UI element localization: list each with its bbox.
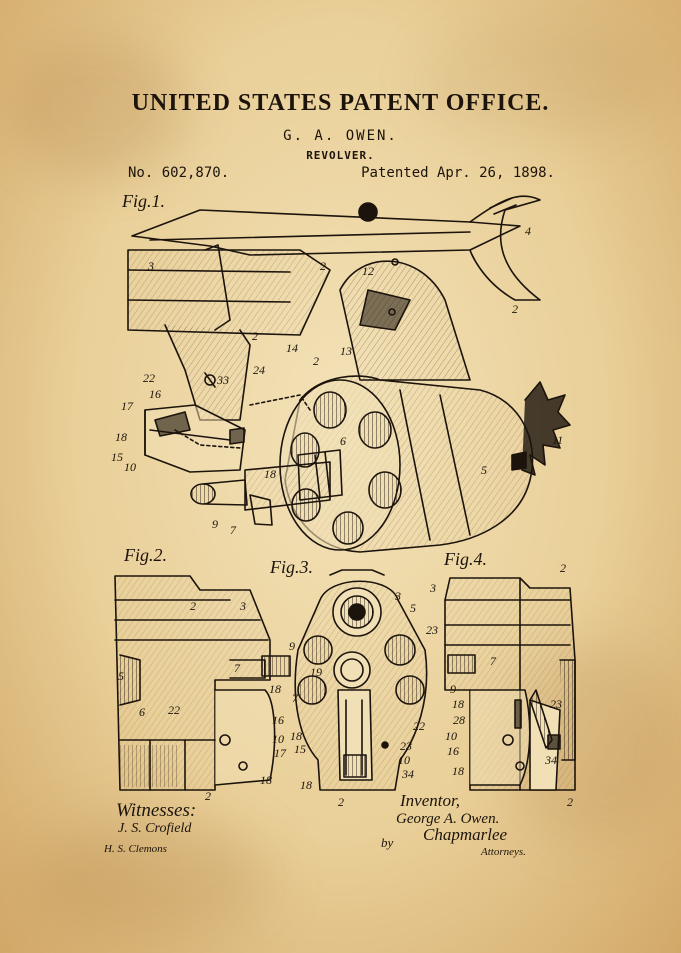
svg-text:15: 15 bbox=[111, 450, 123, 464]
svg-text:13: 13 bbox=[340, 344, 352, 358]
svg-text:6: 6 bbox=[139, 705, 145, 719]
svg-text:23: 23 bbox=[550, 697, 562, 711]
svg-text:17: 17 bbox=[274, 746, 287, 760]
svg-text:10: 10 bbox=[398, 753, 410, 767]
svg-text:34: 34 bbox=[401, 767, 414, 781]
svg-text:18: 18 bbox=[260, 773, 272, 787]
svg-text:33: 33 bbox=[216, 373, 229, 387]
svg-text:5: 5 bbox=[481, 463, 487, 477]
svg-text:22: 22 bbox=[413, 719, 425, 733]
figure-2-drawing bbox=[114, 575, 291, 791]
figure-4-label: Fig.4. bbox=[444, 549, 487, 569]
svg-text:18: 18 bbox=[300, 778, 312, 792]
patent-date: Patented Apr. 26, 1898. bbox=[361, 165, 555, 181]
svg-text:18: 18 bbox=[452, 764, 464, 778]
svg-text:2: 2 bbox=[205, 789, 211, 803]
svg-text:7: 7 bbox=[292, 691, 299, 705]
patent-office-title: UNITED STATES PATENT OFFICE. bbox=[131, 90, 550, 116]
svg-text:18: 18 bbox=[115, 430, 127, 444]
svg-text:2: 2 bbox=[190, 599, 196, 613]
svg-text:22: 22 bbox=[168, 703, 180, 717]
by-label: by bbox=[381, 835, 394, 850]
svg-text:9: 9 bbox=[289, 639, 295, 653]
svg-text:3: 3 bbox=[394, 589, 401, 603]
svg-text:2: 2 bbox=[313, 354, 319, 368]
inventor-signature: George A. Owen. bbox=[396, 811, 500, 827]
svg-text:10: 10 bbox=[445, 729, 457, 743]
inventor-label: Inventor, bbox=[400, 791, 460, 810]
figure-1-drawing bbox=[127, 195, 571, 553]
svg-text:3: 3 bbox=[239, 599, 246, 613]
svg-text:17: 17 bbox=[121, 399, 134, 413]
svg-text:16: 16 bbox=[149, 387, 161, 401]
patent-number: No. 602,870. bbox=[128, 165, 230, 181]
svg-text:23: 23 bbox=[426, 623, 438, 637]
svg-text:18: 18 bbox=[269, 682, 281, 696]
svg-text:34: 34 bbox=[544, 753, 557, 767]
svg-text:2: 2 bbox=[512, 302, 518, 316]
svg-text:2: 2 bbox=[320, 259, 326, 273]
witness-signature-1: J. S. Crofield bbox=[118, 821, 192, 836]
figure-3-reference-numbers: 3 5 23 19 7 22 18 15 23 10 34 18 2 bbox=[290, 589, 438, 809]
figure-2-label: Fig.2. bbox=[124, 545, 167, 565]
svg-text:15: 15 bbox=[294, 742, 306, 756]
svg-text:9: 9 bbox=[212, 517, 218, 531]
svg-text:2: 2 bbox=[567, 795, 573, 809]
invention-title: REVOLVER. bbox=[306, 149, 375, 162]
barrel-sight-dot bbox=[358, 202, 378, 222]
svg-text:5: 5 bbox=[410, 601, 416, 615]
svg-text:16: 16 bbox=[272, 713, 284, 727]
attorney-signature: Chapmarlee bbox=[423, 825, 508, 844]
figure-2-reference-numbers: 2 3 9 7 5 18 6 22 16 10 17 18 2 bbox=[118, 599, 295, 803]
svg-text:19: 19 bbox=[310, 665, 322, 679]
svg-text:22: 22 bbox=[143, 371, 155, 385]
svg-text:2: 2 bbox=[252, 329, 258, 343]
svg-text:5: 5 bbox=[118, 669, 124, 683]
svg-text:18: 18 bbox=[264, 467, 276, 481]
inventor-name: G. A. OWEN. bbox=[283, 128, 398, 144]
svg-text:7: 7 bbox=[234, 661, 241, 675]
svg-text:16: 16 bbox=[447, 744, 459, 758]
svg-text:12: 12 bbox=[362, 264, 374, 278]
witness-signature-2: H. S. Clemons bbox=[104, 843, 167, 855]
figure-3-drawing bbox=[294, 569, 428, 791]
figure-4-drawing bbox=[444, 577, 576, 791]
svg-text:3: 3 bbox=[147, 259, 154, 273]
svg-text:10: 10 bbox=[272, 732, 284, 746]
figure-4-reference-numbers: 2 3 7 9 18 23 28 10 16 18 34 2 bbox=[429, 561, 573, 809]
svg-text:14: 14 bbox=[286, 341, 298, 355]
svg-text:4: 4 bbox=[525, 224, 531, 238]
svg-text:2: 2 bbox=[560, 561, 566, 575]
attorneys-label: Attorneys. bbox=[481, 846, 526, 858]
svg-text:18: 18 bbox=[290, 729, 302, 743]
figure-3-label: Fig.3. bbox=[270, 557, 313, 577]
svg-text:3: 3 bbox=[429, 581, 436, 595]
svg-text:10: 10 bbox=[124, 460, 136, 474]
svg-text:28: 28 bbox=[453, 713, 465, 727]
svg-text:23: 23 bbox=[400, 739, 412, 753]
svg-text:7: 7 bbox=[230, 523, 237, 537]
witnesses-label: Witnesses: bbox=[116, 800, 197, 821]
svg-text:2: 2 bbox=[338, 795, 344, 809]
svg-text:9: 9 bbox=[450, 682, 456, 696]
svg-text:7: 7 bbox=[490, 654, 497, 668]
svg-text:6: 6 bbox=[340, 434, 346, 448]
svg-text:24: 24 bbox=[253, 363, 265, 377]
svg-text:18: 18 bbox=[452, 697, 464, 711]
svg-text:11: 11 bbox=[552, 433, 563, 447]
figure-1-label: Fig.1. bbox=[122, 191, 165, 211]
figure-1-reference-numbers: 4 3 2 12 2 13 2 14 2 24 22 16 17 33 18 1… bbox=[111, 224, 563, 537]
